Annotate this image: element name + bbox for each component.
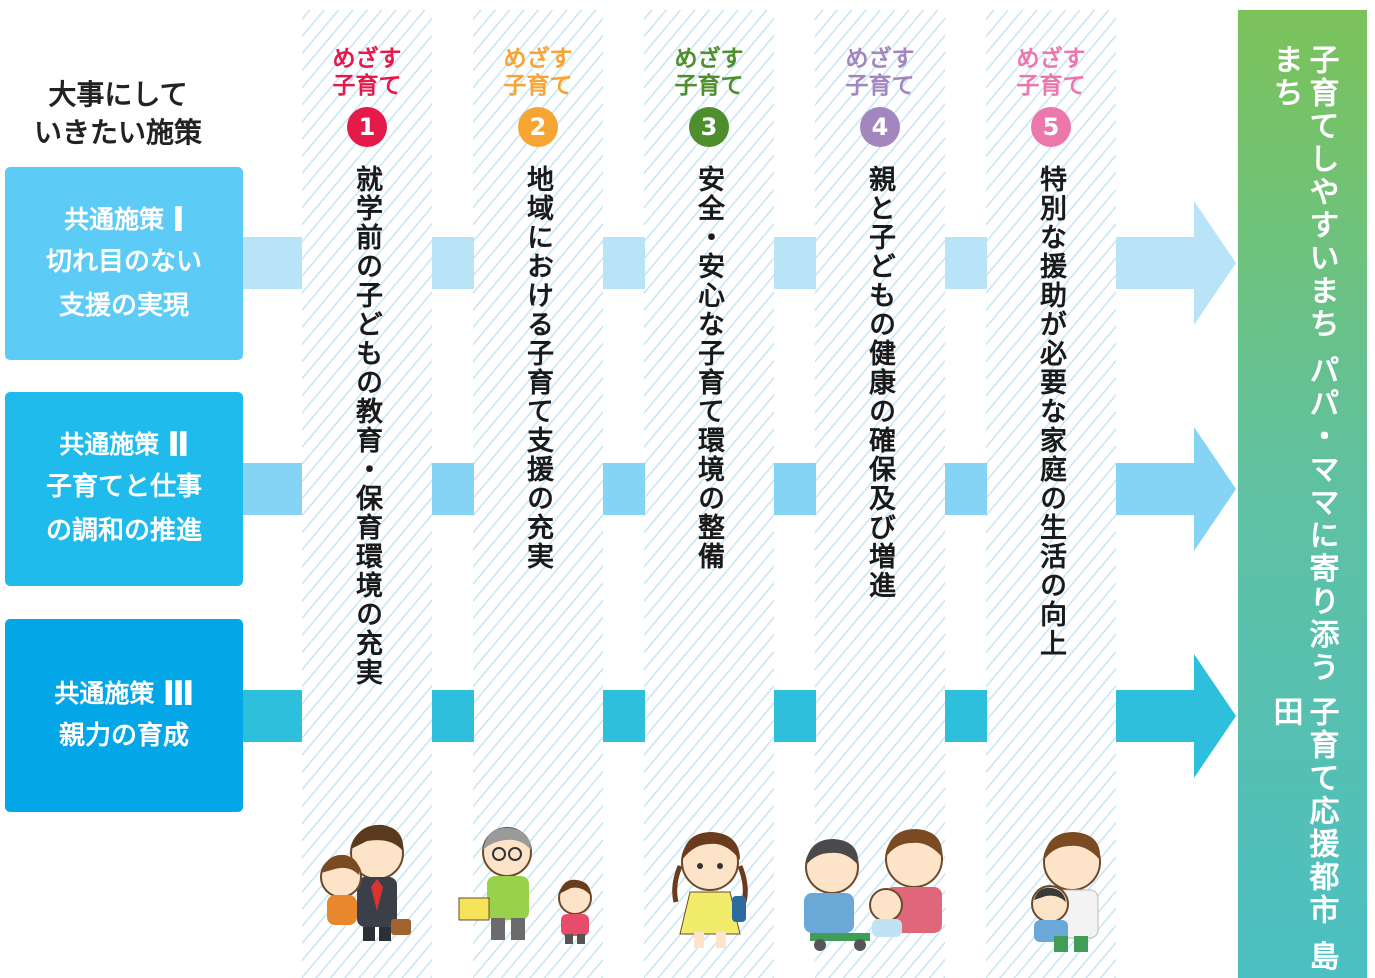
heading-line2: いきたい施策 [33, 116, 202, 149]
vision-line1: 子育てしやすいまち パパ・ママに寄り添うまち [1267, 44, 1339, 685]
goal-column-4 [815, 10, 945, 978]
goal-column-2 [473, 10, 603, 978]
connector-policy1 [774, 237, 816, 289]
connector-policy2 [774, 463, 816, 515]
policy-title: 共通施策 Ⅲ [54, 673, 194, 714]
connector-policy2 [243, 463, 302, 515]
goal-number-badge: 1 [347, 107, 387, 147]
goal-label-line1: めざす [845, 46, 915, 72]
goal-number-badge: 2 [518, 107, 558, 147]
arrow-right-icon [1116, 427, 1236, 551]
policy-title: 共通施策 Ⅱ [59, 425, 189, 465]
policy-roman-numeral: Ⅲ [162, 673, 194, 714]
policy-name-line1: 子育てと仕事 [45, 472, 202, 502]
goal-label-line2: 子育て [845, 73, 915, 99]
goal-label-3: めざす 子育て [644, 46, 774, 100]
connector-policy3 [243, 690, 302, 742]
connector-policy3 [432, 690, 474, 742]
goal-label-line2: 子育て [1016, 73, 1086, 99]
goal-title-4: 親と子どもの健康の確保及び増進 [864, 165, 895, 600]
policy-name-line1: 切れ目のない [45, 246, 202, 277]
grandfather-with-child-illustration [458, 827, 592, 944]
goal-number-badge: 3 [689, 107, 729, 147]
policy-box-2: 共通施策 Ⅱ 子育てと仕事 の調和の推進 [5, 392, 243, 586]
father-with-child-illustration [320, 824, 411, 941]
vision-line2: 子育て応援都市 島田 [1267, 695, 1339, 974]
goal-label-4: めざす 子育て [815, 46, 945, 100]
policy-title: 共通施策 Ⅰ [64, 199, 185, 240]
vision-text: 子育てしやすいまち パパ・ママに寄り添うまち 子育て応援都市 島田 [1238, 44, 1367, 978]
goal-column-3 [644, 10, 774, 978]
policy-label: 共通施策 [59, 430, 160, 459]
policy-label: 共通施策 [64, 204, 165, 234]
goal-label-line1: めざす [674, 46, 744, 72]
goal-title-3: 安全・安心な子育て環境の整備 [693, 165, 724, 571]
policy-label: 共通施策 [54, 678, 155, 708]
connector-policy1 [243, 237, 302, 289]
vision-banner: 子育てしやすいまち パパ・ママに寄り添うまち 子育て応援都市 島田 [1238, 10, 1367, 978]
goal-title-2: 地域における子育て支援の充実 [522, 165, 553, 571]
connector-policy1 [603, 237, 645, 289]
policy-box-1: 共通施策 Ⅰ 切れ目のない 支援の実現 [5, 167, 243, 360]
goal-label-1: めざす 子育て [302, 46, 432, 100]
connector-policy3 [603, 690, 645, 742]
goal-label-line1: めざす [332, 46, 402, 72]
goal-number-badge: 4 [860, 107, 900, 147]
family-with-baby-illustration [804, 829, 943, 951]
goal-title-5: 特別な援助が必要な家庭の生活の向上 [1035, 165, 1066, 658]
goal-label-line2: 子育て [332, 73, 402, 99]
connector-policy2 [603, 463, 645, 515]
connector-policy3 [774, 690, 816, 742]
connector-policy2 [432, 463, 474, 515]
goal-label-line2: 子育て [674, 73, 744, 99]
goal-label-5: めざす 子育て [986, 46, 1116, 100]
connector-policy2 [945, 463, 987, 515]
policy-box-3: 共通施策 Ⅲ 親力の育成 [5, 619, 243, 812]
arrow-right-icon [1116, 201, 1236, 325]
connector-policy3 [945, 690, 987, 742]
girl-with-backpack-illustration [672, 832, 748, 948]
goal-column-1 [302, 10, 432, 978]
heading-line1: 大事にして [48, 78, 188, 111]
policy-name-line2: 支援の実現 [58, 290, 189, 321]
goal-label-line1: めざす [503, 46, 573, 72]
goal-label-line2: 子育て [503, 73, 573, 99]
arrow-right-icon [1116, 654, 1236, 778]
policy-name-line1: 親力の育成 [58, 720, 189, 751]
goal-label-line1: めざす [1016, 46, 1086, 72]
policy-name-line2: の調和の推進 [45, 516, 202, 546]
mother-with-baby-illustration [1031, 832, 1101, 952]
policy-roman-numeral: Ⅱ [167, 425, 189, 465]
goal-title-1: 就学前の子どもの教育・保育環境の充実 [351, 165, 382, 687]
connector-policy1 [945, 237, 987, 289]
goal-column-5 [986, 10, 1116, 978]
policy-roman-numeral: Ⅰ [172, 199, 185, 240]
policies-heading: 大事にして いきたい施策 [8, 76, 228, 152]
goal-label-2: めざす 子育て [473, 46, 603, 100]
connector-policy1 [432, 237, 474, 289]
goal-number-badge: 5 [1031, 107, 1071, 147]
